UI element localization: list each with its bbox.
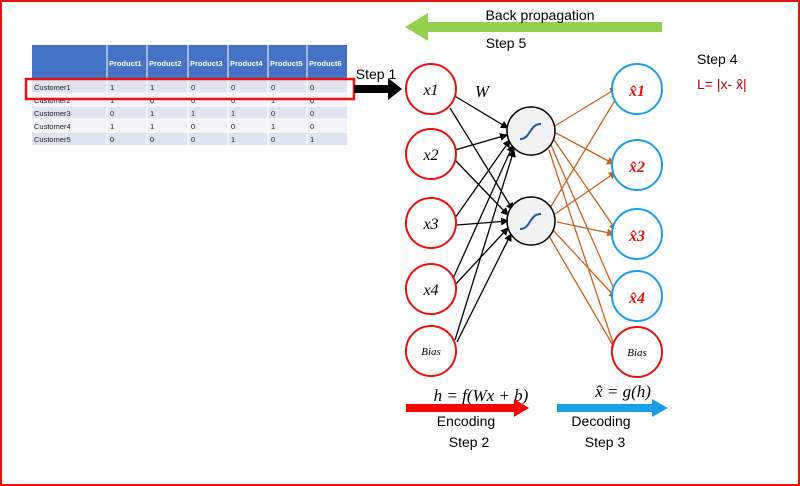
table-cell: 0 [231, 122, 235, 131]
back-propagation-arrow [405, 13, 662, 41]
table-cell: Customer4 [34, 122, 71, 131]
table-cell: 1 [110, 96, 114, 105]
decoding-arrow [557, 399, 668, 417]
input-node-x3: x3 [405, 197, 457, 249]
decoder-connections [548, 87, 621, 355]
table-cell: 0 [310, 96, 314, 105]
sigmoid-icon [519, 123, 542, 140]
table-cell: 1 [231, 109, 235, 118]
table-cell: Customer5 [34, 135, 71, 144]
table-row: Customer4 1 1 0 0 1 0 [34, 122, 314, 131]
table-cell: 0 [310, 122, 314, 131]
table-cell: 0 [150, 135, 154, 144]
encoding-arrow [406, 399, 529, 417]
table-row: Customer3 0 1 1 1 0 0 [34, 109, 314, 118]
table-cell: 0 [191, 96, 195, 105]
input-node-label: x1 [422, 82, 438, 99]
step1-arrow [354, 78, 402, 100]
input-node-x4: x4 [405, 263, 457, 315]
table-cell: 0 [271, 135, 275, 144]
step3-label: Step 3 [585, 434, 626, 450]
input-node-label: Bias [421, 346, 441, 358]
output-node-x4-hat: x̂4 [611, 270, 663, 322]
encoder-formula: h = f(Wx + b) [434, 386, 529, 405]
hidden-node-1 [506, 106, 556, 156]
table-cell: 0 [231, 96, 235, 105]
table-cell: 1 [271, 122, 275, 131]
table-cell: 1 [231, 135, 235, 144]
output-node-x2-hat: x̂2 [611, 139, 663, 191]
input-node-label: x3 [422, 216, 438, 233]
decoder-formula: x̂ = g(h) [594, 382, 651, 401]
table-cell: 0 [310, 109, 314, 118]
input-node-x1: x1 [405, 63, 457, 115]
table-cell: 0 [150, 96, 154, 105]
table-header-cell: Product3 [190, 59, 223, 68]
output-node-bias: Bias [611, 326, 663, 378]
table-cell: 1 [310, 135, 314, 144]
table-row: Customer2 1 0 0 0 1 0 [34, 96, 314, 105]
table-cell: Customer2 [34, 96, 71, 105]
step2-label: Step 2 [449, 434, 490, 450]
input-node-bias: Bias [405, 325, 457, 377]
table-header-bg [32, 45, 347, 80]
output-node-label: x̂4 [628, 290, 645, 307]
hidden-node-2 [506, 196, 556, 246]
table-cell: 0 [271, 109, 275, 118]
input-node-x2: x2 [405, 128, 457, 180]
table-cell: 0 [110, 109, 114, 118]
table-cell: 1 [150, 109, 154, 118]
table-header-cell: Product1 [109, 59, 142, 68]
customer-product-table: Product1 Product2 Product3 Product4 Prod… [24, 45, 356, 145]
input-node-label: x2 [422, 147, 438, 164]
output-node-label: Bias [627, 347, 647, 359]
decoding-label: Decoding [571, 413, 630, 429]
table-cell: 0 [110, 135, 114, 144]
step1-label: Step 1 [356, 66, 397, 82]
table-cell: 0 [231, 83, 235, 92]
table-cell: Customer3 [34, 109, 71, 118]
table-cell: 0 [191, 122, 195, 131]
output-node-label: x̂3 [628, 228, 645, 245]
table-header-cell: Product4 [230, 59, 263, 68]
step4-label: Step 4 [697, 51, 738, 67]
table-cell: 1 [150, 122, 154, 131]
back-propagation-label: Back propagation [486, 7, 595, 23]
sigmoid-icon [519, 213, 542, 230]
table-cell: 1 [271, 96, 275, 105]
output-node-label: x̂1 [628, 83, 645, 100]
table-row: Customer1 1 1 0 0 0 0 [34, 83, 314, 92]
table-cell: 0 [191, 83, 195, 92]
table-cell: 1 [191, 109, 195, 118]
output-node-x1-hat: x̂1 [611, 63, 663, 115]
table-cell: 1 [110, 83, 114, 92]
step5-label: Step 5 [486, 35, 527, 51]
table-cell: 0 [310, 83, 314, 92]
table-cell: 0 [191, 135, 195, 144]
weight-label: W [475, 82, 491, 101]
table-cell: 0 [271, 83, 275, 92]
table-row: Customer5 0 0 0 1 0 1 [34, 135, 314, 144]
table-header-cell: Product6 [309, 59, 342, 68]
encoder-connections [449, 94, 516, 343]
output-node-label: x̂2 [628, 159, 645, 176]
table-cell: 1 [110, 122, 114, 131]
table-cell: 1 [150, 83, 154, 92]
loss-formula: L= |x- x̂| [697, 76, 747, 92]
encoding-label: Encoding [437, 413, 495, 429]
input-node-label: x4 [422, 282, 438, 299]
output-node-x3-hat: x̂3 [611, 208, 663, 260]
table-header-cell: Product5 [270, 59, 303, 68]
table-cell: Customer1 [34, 83, 71, 92]
table-header-cell: Product2 [149, 59, 182, 68]
